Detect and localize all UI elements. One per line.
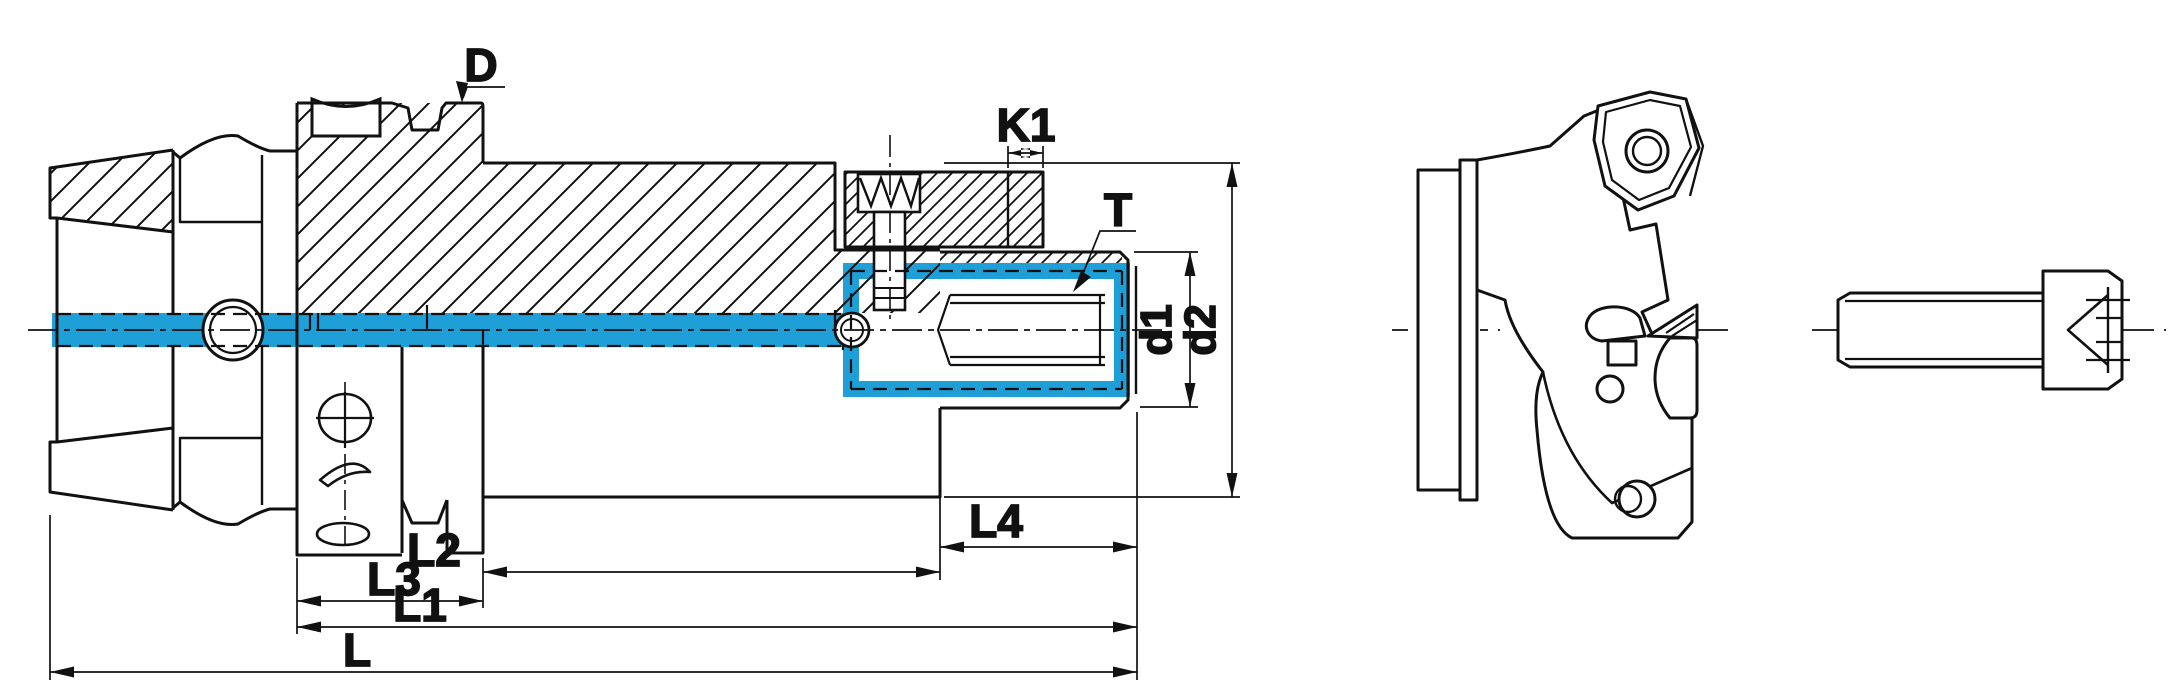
- neck-bottom-profile: [172, 500, 297, 527]
- neck-cavity-lines: [178, 155, 264, 505]
- dimension-L1: L1: [297, 578, 1137, 633]
- hex-socket-icon: [858, 174, 921, 210]
- clamp-serrations: [1659, 308, 1698, 337]
- dimension-L: L: [50, 623, 1137, 678]
- dimension-T: T: [1073, 183, 1136, 292]
- main-section-view: [28, 96, 1162, 557]
- label-K1: K1: [997, 99, 1056, 151]
- arrow-icon: [456, 81, 468, 103]
- dimension-L2: L2: [406, 523, 940, 578]
- taper-wall-hatch: [50, 150, 173, 232]
- flange-hatch: [297, 103, 483, 313]
- flange: [295, 101, 485, 557]
- thread-bore-lines: [936, 293, 1105, 367]
- cutter-body: [1475, 106, 1694, 540]
- clamp-claw: [1585, 303, 1699, 420]
- dimension-L3: L3: [297, 552, 483, 607]
- label-L1: L1: [393, 579, 447, 631]
- arrow-icon: [940, 541, 1137, 553]
- screw-head: [2041, 269, 2124, 391]
- extension-lines: [49, 412, 1138, 680]
- dimension-K1: K1: [996, 98, 1056, 168]
- flange-bottom-hole: [315, 521, 371, 547]
- insert-clamp-wedge: [1684, 98, 1705, 197]
- arrow-icon: [1073, 271, 1091, 292]
- arrow-icon: [1008, 148, 1043, 158]
- bore-step-lines: [308, 305, 845, 350]
- dimensions: D K1 T d1 d2 L4: [49, 38, 1240, 680]
- face-mill-head-view: [1392, 90, 1728, 540]
- screw-thread-crest-lines: [1845, 299, 2043, 361]
- cutter-hub-face: [1458, 158, 1479, 502]
- neck-top-profile: [172, 133, 297, 160]
- flange-moon-detail: [318, 462, 372, 488]
- cutter-pocket-curve: [1541, 371, 1693, 505]
- flange-exterior-outline: [295, 103, 485, 557]
- neck-section: [172, 133, 297, 527]
- clamping-screw-view: [1812, 269, 2166, 391]
- label-L4: L4: [969, 495, 1023, 547]
- coolant-ring-hidden-lines: [849, 269, 1124, 391]
- key-set-screw: [856, 135, 922, 322]
- socket-detail-ticks: [2086, 298, 2130, 362]
- taper-bore-lines: [56, 150, 175, 510]
- dimension-D: D: [456, 38, 505, 103]
- cutter-hub-ring: [1416, 168, 1462, 492]
- dimension-d2: d2: [944, 162, 1240, 498]
- hidden-and-center-lines: [28, 269, 1162, 391]
- cutter-screw-hole: [1595, 374, 1625, 404]
- body-hatch: [483, 163, 940, 313]
- flange-top-profile: [297, 101, 485, 163]
- label-d1: d1: [1132, 304, 1181, 355]
- cutting-insert: [1592, 90, 1701, 212]
- label-L2: L2: [407, 524, 461, 576]
- dimension-L4: L4: [940, 494, 1137, 553]
- screw-shank: [1836, 291, 2045, 369]
- cutter-coolant-hole: [1613, 479, 1657, 519]
- label-D: D: [464, 39, 497, 91]
- label-d2: d2: [1176, 304, 1225, 355]
- dimension-d1: d1: [1131, 251, 1198, 408]
- cartridge: [1653, 336, 1699, 420]
- label-L: L: [343, 624, 371, 676]
- hex-socket-icon: [2066, 294, 2109, 366]
- section-hatching: [50, 103, 1122, 313]
- label-T: T: [1104, 184, 1132, 236]
- pilot-outline: [940, 250, 1130, 410]
- drive-key: [843, 170, 1045, 249]
- label-L3: L3: [367, 553, 421, 605]
- pilot-wall-hatch: [940, 252, 1122, 263]
